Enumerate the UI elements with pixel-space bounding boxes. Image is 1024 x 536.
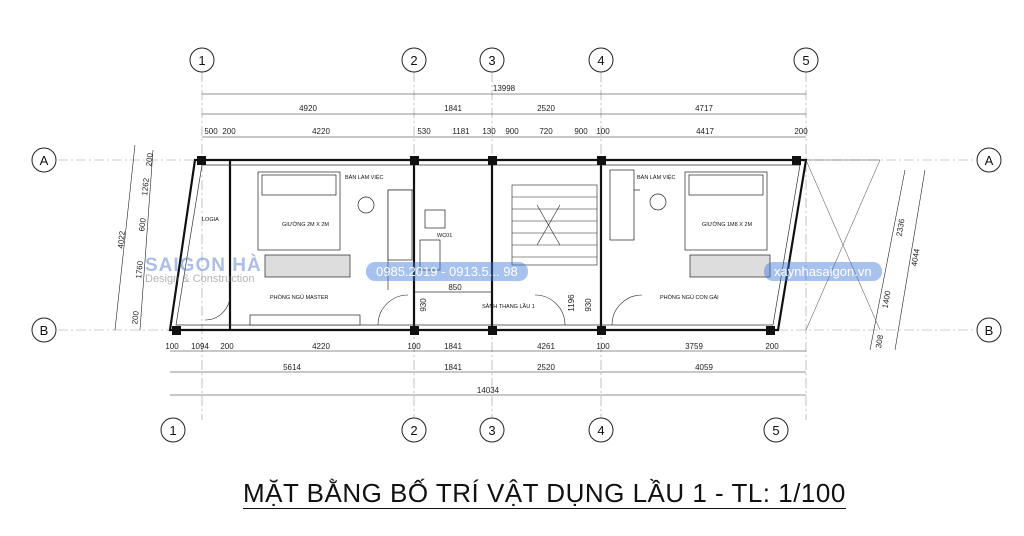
dim-bottom-total: 14034 (477, 386, 500, 395)
room-labels: BÀN LÀM VIỆC GIƯỜNG 2M X 2M PHÒNG NGỦ MA… (202, 173, 752, 310)
axis-label-b-left: B (40, 323, 49, 338)
axis-label-a-right: A (985, 153, 994, 168)
dim-bottom-span-4: 4059 (695, 363, 713, 372)
dim-left-4: 1760 (134, 260, 145, 279)
axis-label-5-bottom: 5 (772, 423, 779, 438)
dim-inner-1: 850 (448, 283, 462, 292)
brand-name: SAIGON HÀ (145, 255, 262, 276)
dim-bottom-detail-10: 200 (765, 342, 779, 351)
dim-right-3: 308 (874, 334, 885, 349)
dim-bottom-detail-8: 100 (596, 342, 610, 351)
dim-top-detail-11: 4417 (696, 127, 714, 136)
inner-dimension-texts: 850 930 1196 930 (419, 283, 593, 312)
dim-top-detail-6: 130 (482, 127, 496, 136)
axis-label-4-bottom: 4 (597, 423, 604, 438)
room-label-daughter: PHÒNG NGỦ CON GÁI (660, 294, 719, 301)
dim-bottom-span-3: 2520 (537, 363, 555, 372)
dim-bottom-detail-2: 1094 (191, 342, 209, 351)
dim-top-span-2: 1841 (444, 104, 462, 113)
dim-bottom-span-2: 1841 (444, 363, 462, 372)
room-label-bed-1: GIƯỜNG 2M X 2M (282, 221, 329, 228)
axis-label-5-top: 5 (802, 53, 809, 68)
dim-top-span-4: 4717 (695, 104, 713, 113)
axis-label-1-top: 1 (198, 53, 205, 68)
room-label-desk-2: BÀN LÀM VIỆC (637, 173, 676, 181)
dim-top-detail-1: 500 (204, 127, 218, 136)
dim-left-1: 200 (144, 152, 154, 167)
room-label-wc: WC01 (437, 233, 452, 239)
dim-bottom-detail-4: 4220 (312, 342, 330, 351)
dim-top-detail-7: 900 (505, 127, 519, 136)
dim-top-detail-9: 900 (574, 127, 588, 136)
dim-top-detail-12: 200 (794, 127, 808, 136)
dim-top-detail-2: 200 (222, 127, 236, 136)
axis-label-a-left: A (40, 153, 49, 168)
room-label-stair-hall: SẢNH THANG LẦU 1 (482, 303, 535, 310)
axis-label-2-top: 2 (410, 53, 417, 68)
axis-labels: 1 2 3 4 5 1 2 3 4 5 A A B B (40, 53, 994, 438)
dim-left-2: 1262 (140, 177, 151, 196)
dim-bottom-detail-3: 200 (220, 342, 234, 351)
dim-left-5: 200 (130, 310, 140, 325)
dim-inner-4: 930 (584, 298, 593, 312)
furniture (249, 169, 771, 326)
dim-top-total: 13998 (493, 84, 516, 93)
columns (172, 156, 801, 335)
dimension-texts-top: 13998 4920 1841 2520 4717 500 200 4220 5… (204, 84, 808, 136)
dim-inner-3: 1196 (567, 294, 576, 312)
dim-right-1: 2336 (895, 217, 907, 237)
axis-markers (31, 47, 1002, 443)
dim-bottom-detail-7: 4261 (537, 342, 555, 351)
brand-subtitle: Design & Construction (145, 273, 255, 285)
dim-right-2: 1400 (881, 289, 893, 309)
grid-lines (58, 72, 975, 420)
phone-watermark: 0985.2019 - 0913.5... 98 (366, 262, 528, 281)
dimension-texts-left: 200 1262 600 1760 200 4022 (116, 152, 155, 325)
dim-bottom-detail-1: 100 (165, 342, 179, 351)
dim-top-detail-3: 4220 (312, 127, 330, 136)
axis-label-2-bottom: 2 (410, 423, 417, 438)
dim-bottom-span-1: 5614 (283, 363, 301, 372)
dim-left-6: 4022 (116, 230, 127, 249)
stairs (511, 184, 598, 266)
door-arcs (204, 294, 643, 326)
dimension-lines-top (202, 93, 806, 138)
drawing-title: MẶT BẰNG BỐ TRÍ VẬT DỤNG LẦU 1 - TL: 1/1… (243, 478, 846, 509)
axis-label-b-right: B (985, 323, 994, 338)
dim-top-detail-8: 720 (539, 127, 553, 136)
axis-label-3-bottom: 3 (488, 423, 495, 438)
dim-top-span-3: 2520 (537, 104, 555, 113)
dim-top-detail-4: 530 (417, 127, 431, 136)
void-cross (805, 159, 881, 331)
room-label-bed-2: GIƯỜNG 1M8 X 2M (702, 221, 752, 228)
dim-top-detail-10: 100 (596, 127, 610, 136)
dimension-texts-right: 2336 1400 308 4044 (874, 217, 922, 348)
brand-watermark: SAIGON HÀ Design & Construction (145, 255, 262, 285)
dim-bottom-detail-5: 100 (407, 342, 421, 351)
dim-top-span-1: 4920 (299, 104, 317, 113)
axis-label-1-bottom: 1 (169, 423, 176, 438)
room-label-logia: LOGIA (202, 217, 219, 223)
dim-bottom-detail-9: 3759 (685, 342, 703, 351)
room-label-master: PHÒNG NGỦ MASTER (270, 294, 328, 301)
dimension-texts-bottom: 100 1094 200 4220 100 1841 4261 100 3759… (165, 342, 779, 395)
dimension-lines-bottom (170, 350, 806, 396)
dim-right-4: 4044 (910, 247, 922, 267)
axis-label-3-top: 3 (488, 53, 495, 68)
dim-top-detail-5: 1181 (452, 127, 470, 136)
room-label-desk-1: BÀN LÀM VIỆC (345, 173, 384, 181)
dim-left-3: 600 (137, 217, 147, 232)
dim-bottom-detail-6: 1841 (444, 342, 462, 351)
dim-inner-2: 930 (419, 298, 428, 312)
axis-label-4-top: 4 (597, 53, 604, 68)
site-watermark: xaynhasaigon.vn (764, 262, 882, 281)
